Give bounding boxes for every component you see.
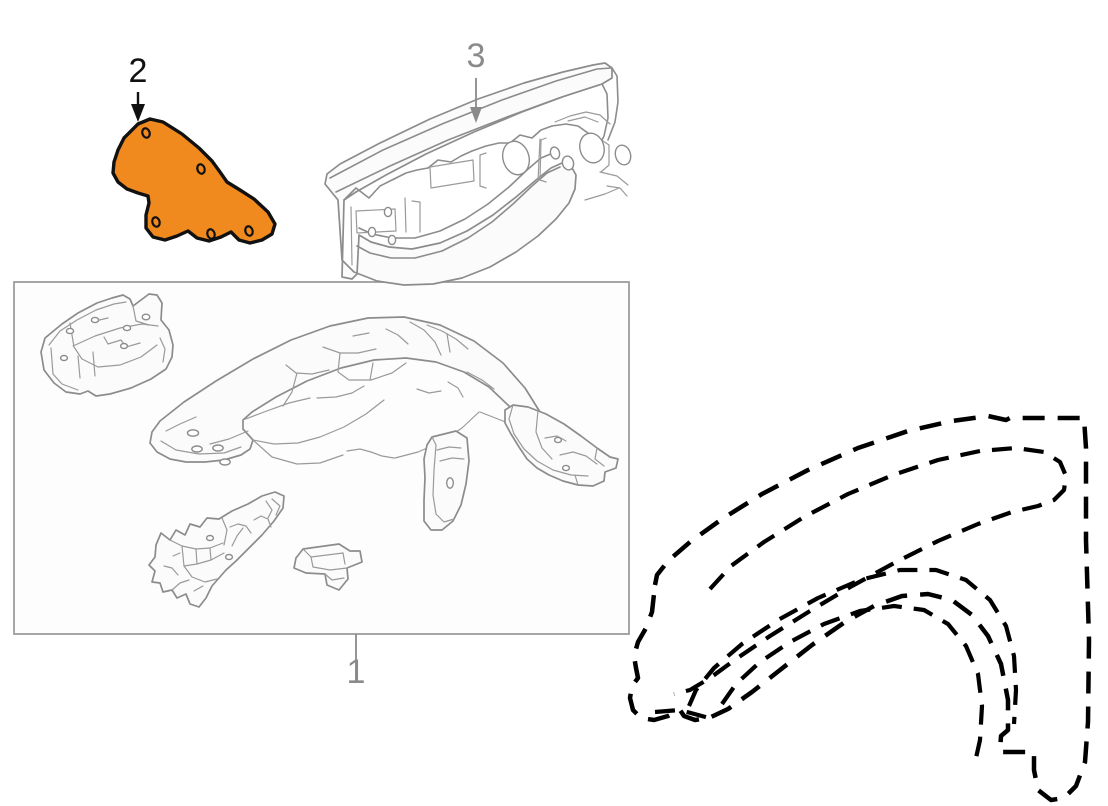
sub-part-lower-left-bracket[interactable] <box>148 491 285 608</box>
wheelhouse-outer-rail[interactable] <box>324 62 633 286</box>
callout-3[interactable]: 3 <box>467 37 486 123</box>
callout-2[interactable]: 2 <box>129 52 148 122</box>
callout-1[interactable]: 1 <box>347 634 366 691</box>
sub-part-small-cap[interactable] <box>293 543 363 591</box>
ghost-fender-outline <box>627 413 1092 803</box>
callout-1-label: 1 <box>347 653 366 691</box>
highlighted-bracket-shape <box>111 117 277 245</box>
assembly-group-box[interactable] <box>13 281 630 635</box>
bracket-hole-1 <box>141 127 151 139</box>
bracket-hole-2 <box>196 163 206 175</box>
bracket-hole-3 <box>151 216 161 228</box>
sub-part-upper-left-bracket[interactable] <box>40 293 174 397</box>
callout-2-arrowhead <box>131 104 145 122</box>
callout-2-label: 2 <box>129 52 148 90</box>
sub-part-wheelhouse-arch[interactable] <box>149 316 564 469</box>
callout-3-label: 3 <box>467 37 486 75</box>
bracket-hole-4 <box>206 228 216 240</box>
bracket-hole-5 <box>244 225 254 237</box>
highlighted-bracket-panel[interactable] <box>111 117 277 245</box>
sub-part-center-tab[interactable] <box>423 430 470 531</box>
callout-3-arrowhead <box>470 107 482 123</box>
sub-part-right-rail-bracket[interactable] <box>504 404 619 487</box>
